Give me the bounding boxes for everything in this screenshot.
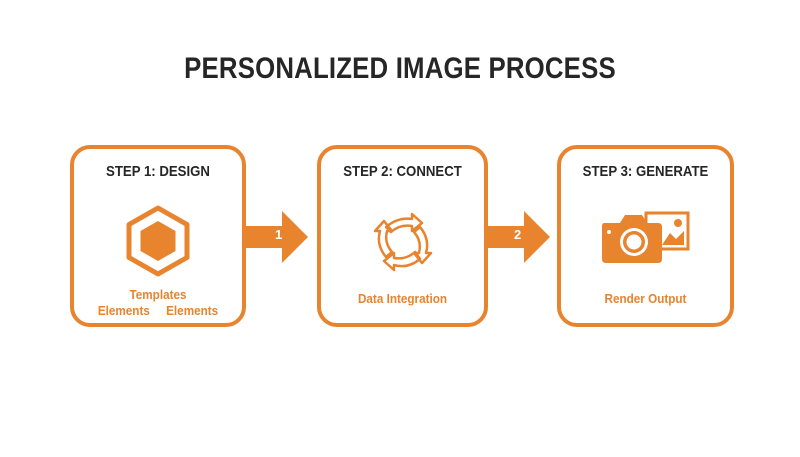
- step-1-caption-templates: Templates: [129, 287, 187, 302]
- step-2-card: STEP 2: CONNECT Data Integration: [317, 145, 488, 327]
- step-2-caption: Data Integration: [357, 291, 448, 306]
- arrow-1: 1: [244, 211, 312, 268]
- elements-label-left: Elements: [97, 303, 150, 318]
- page-title: PERSONALIZED IMAGE PROCESS: [184, 52, 616, 85]
- arrow-2-number: 2: [514, 227, 522, 242]
- right-arrow-icon: [486, 211, 550, 263]
- arrow-1-number: 1: [275, 227, 283, 242]
- right-arrow-icon: [244, 211, 308, 263]
- hexagon-icon: [125, 205, 191, 282]
- step-1-card: STEP 1: DESIGN Templates Elements Elemen…: [70, 145, 246, 327]
- step-1-caption-elements: Elements Elements: [82, 303, 233, 319]
- step-2-label: STEP 2: CONNECT: [343, 163, 462, 180]
- cycle-arrows-icon: [368, 207, 438, 282]
- step-3-caption: Render Output: [604, 291, 687, 306]
- elements-label-right: Elements: [166, 303, 219, 318]
- arrow-2: 2: [486, 211, 554, 268]
- step-3-label: STEP 3: GENERATE: [582, 163, 709, 180]
- camera-image-icon: [600, 209, 692, 270]
- step-1-label: STEP 1: DESIGN: [106, 163, 210, 180]
- step-3-card: STEP 3: GENERATE Render Output: [557, 145, 734, 327]
